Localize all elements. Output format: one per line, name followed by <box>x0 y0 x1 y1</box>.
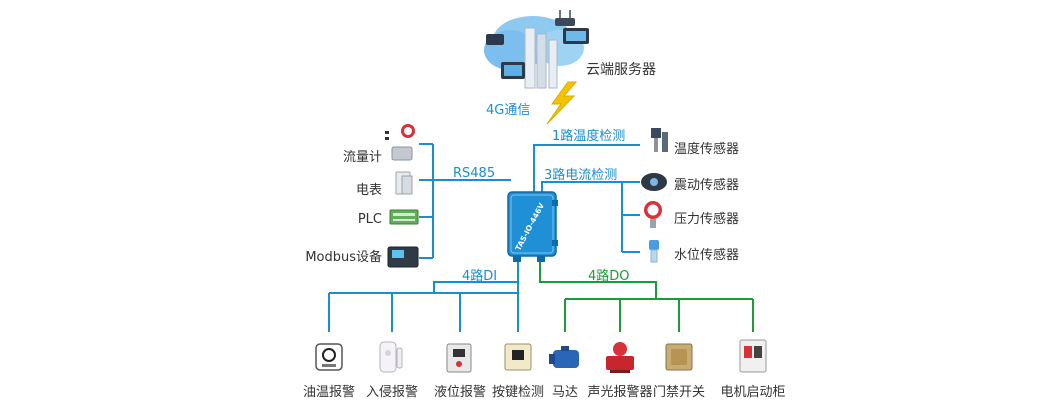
electric-meter-icon <box>395 171 413 195</box>
plc-icon <box>389 209 419 225</box>
modbus-device-icon <box>387 246 419 268</box>
rs485-label: RS485 <box>453 166 496 181</box>
sensor-temperature: 温度传感器 <box>674 142 740 157</box>
pressure-sensor-icon <box>644 201 662 228</box>
sensor-water-level: 水位传感器 <box>674 248 740 263</box>
di-bus-label: 4路DI <box>462 269 498 284</box>
do-device-starter: 电机启动柜 <box>720 385 786 400</box>
sensor-pressure: 压力传感器 <box>674 212 740 227</box>
motor-icon <box>549 346 579 368</box>
current-bus-label: 3路电流检测 <box>544 168 618 183</box>
do-device-motor: 马达 <box>551 385 578 400</box>
do-bus-label: 4路DO <box>588 269 630 284</box>
oil-temperature-alarm-icon <box>315 343 343 371</box>
di-device-oil-temp: 油温报警 <box>302 385 355 400</box>
di-device-liquid-level: 液位报警 <box>433 385 486 400</box>
temperature-sensor-icon <box>651 128 668 152</box>
4g-link-label: 4G通信 <box>486 103 531 118</box>
left-device-plc: PLC <box>357 212 382 227</box>
rs485-bus-lines <box>419 143 511 259</box>
lightning-icon <box>546 81 578 125</box>
water-level-sensor-icon <box>649 240 659 263</box>
left-device-modbus: Modbus设备 <box>305 250 382 265</box>
di-bus-lines <box>328 262 519 332</box>
temperature-bus-label: 1路温度检测 <box>552 129 626 144</box>
do-device-alarm: 声光报警器 <box>587 385 653 400</box>
flowmeter-icon <box>385 124 415 161</box>
access-control-switch-icon <box>665 343 693 371</box>
sound-light-alarm-icon <box>606 342 634 373</box>
di-device-intrusion: 入侵报警 <box>365 385 418 400</box>
do-bus-lines <box>539 262 754 332</box>
intrusion-alarm-icon <box>379 341 403 373</box>
sensor-vibration: 震动传感器 <box>674 178 740 193</box>
left-device-flowmeter: 流量计 <box>342 150 382 165</box>
vibration-sensor-icon <box>641 173 667 191</box>
cloud-server-label: 云端服务器 <box>586 62 656 78</box>
do-device-access: 门禁开关 <box>652 385 705 400</box>
sensor-bus-lines <box>533 144 640 253</box>
motor-starter-cabinet-icon <box>739 339 767 373</box>
cloud-server-icon <box>484 10 589 89</box>
di-device-button: 按键检测 <box>491 385 544 400</box>
left-device-meter: 电表 <box>355 183 382 198</box>
tas-io-device-icon: TAS-IO-446V <box>507 191 558 262</box>
liquid-level-alarm-icon <box>446 343 472 373</box>
button-detection-icon <box>504 343 532 371</box>
